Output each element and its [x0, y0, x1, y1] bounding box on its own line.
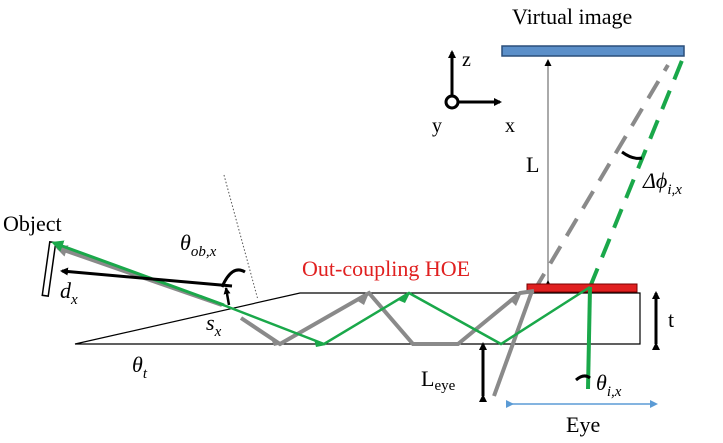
theta-ob-arc [220, 268, 246, 288]
virtual-image-bar [501, 45, 685, 57]
green-entry-ray [51, 240, 225, 307]
dx-arrow [60, 267, 233, 288]
y-axis-origin [444, 94, 460, 110]
gray-ray-path [239, 289, 535, 347]
distance-L-label: L [526, 152, 539, 177]
theta-i-arc [575, 374, 591, 382]
eye-label: Eye [566, 412, 600, 437]
green-arrowhead-2 [398, 293, 410, 303]
thickness-label: t [668, 307, 674, 332]
green-ray-path [199, 285, 591, 346]
gray-out-ray [492, 290, 534, 397]
sx-label: sx [206, 310, 222, 340]
object-label: Object [3, 211, 62, 236]
y-axis-label: y [432, 115, 442, 137]
theta-ob-label: θob,x [180, 230, 217, 260]
out-coupling-label: Out-coupling HOE [302, 256, 470, 281]
theta-t-label: θt [132, 352, 148, 382]
delta-phi-arc [621, 150, 643, 160]
theta-i-label: θi,x [596, 370, 622, 400]
dx-label: dx [60, 278, 78, 308]
sx-arrow [223, 287, 231, 306]
virtual-ray-gray-dashed [532, 63, 670, 293]
gray-arrowhead-3 [510, 292, 522, 306]
delta-phi-label: Δϕi,x [642, 168, 682, 198]
coordinate-axes: z x y [432, 49, 515, 137]
x-axis-label: x [505, 115, 515, 137]
virtual-image-label: Virtual image [512, 4, 632, 29]
green-arrowhead-1 [314, 339, 326, 347]
object-display [41, 240, 57, 298]
z-axis-label: z [462, 49, 471, 71]
l-eye-label: Leye [421, 366, 456, 394]
virtual-ray-green-dashed [588, 57, 685, 288]
green-out-ray [586, 286, 592, 390]
gray-arrowhead-1 [270, 336, 282, 346]
gray-arrowhead-2 [356, 293, 369, 305]
dotted-normal-line [223, 174, 259, 301]
